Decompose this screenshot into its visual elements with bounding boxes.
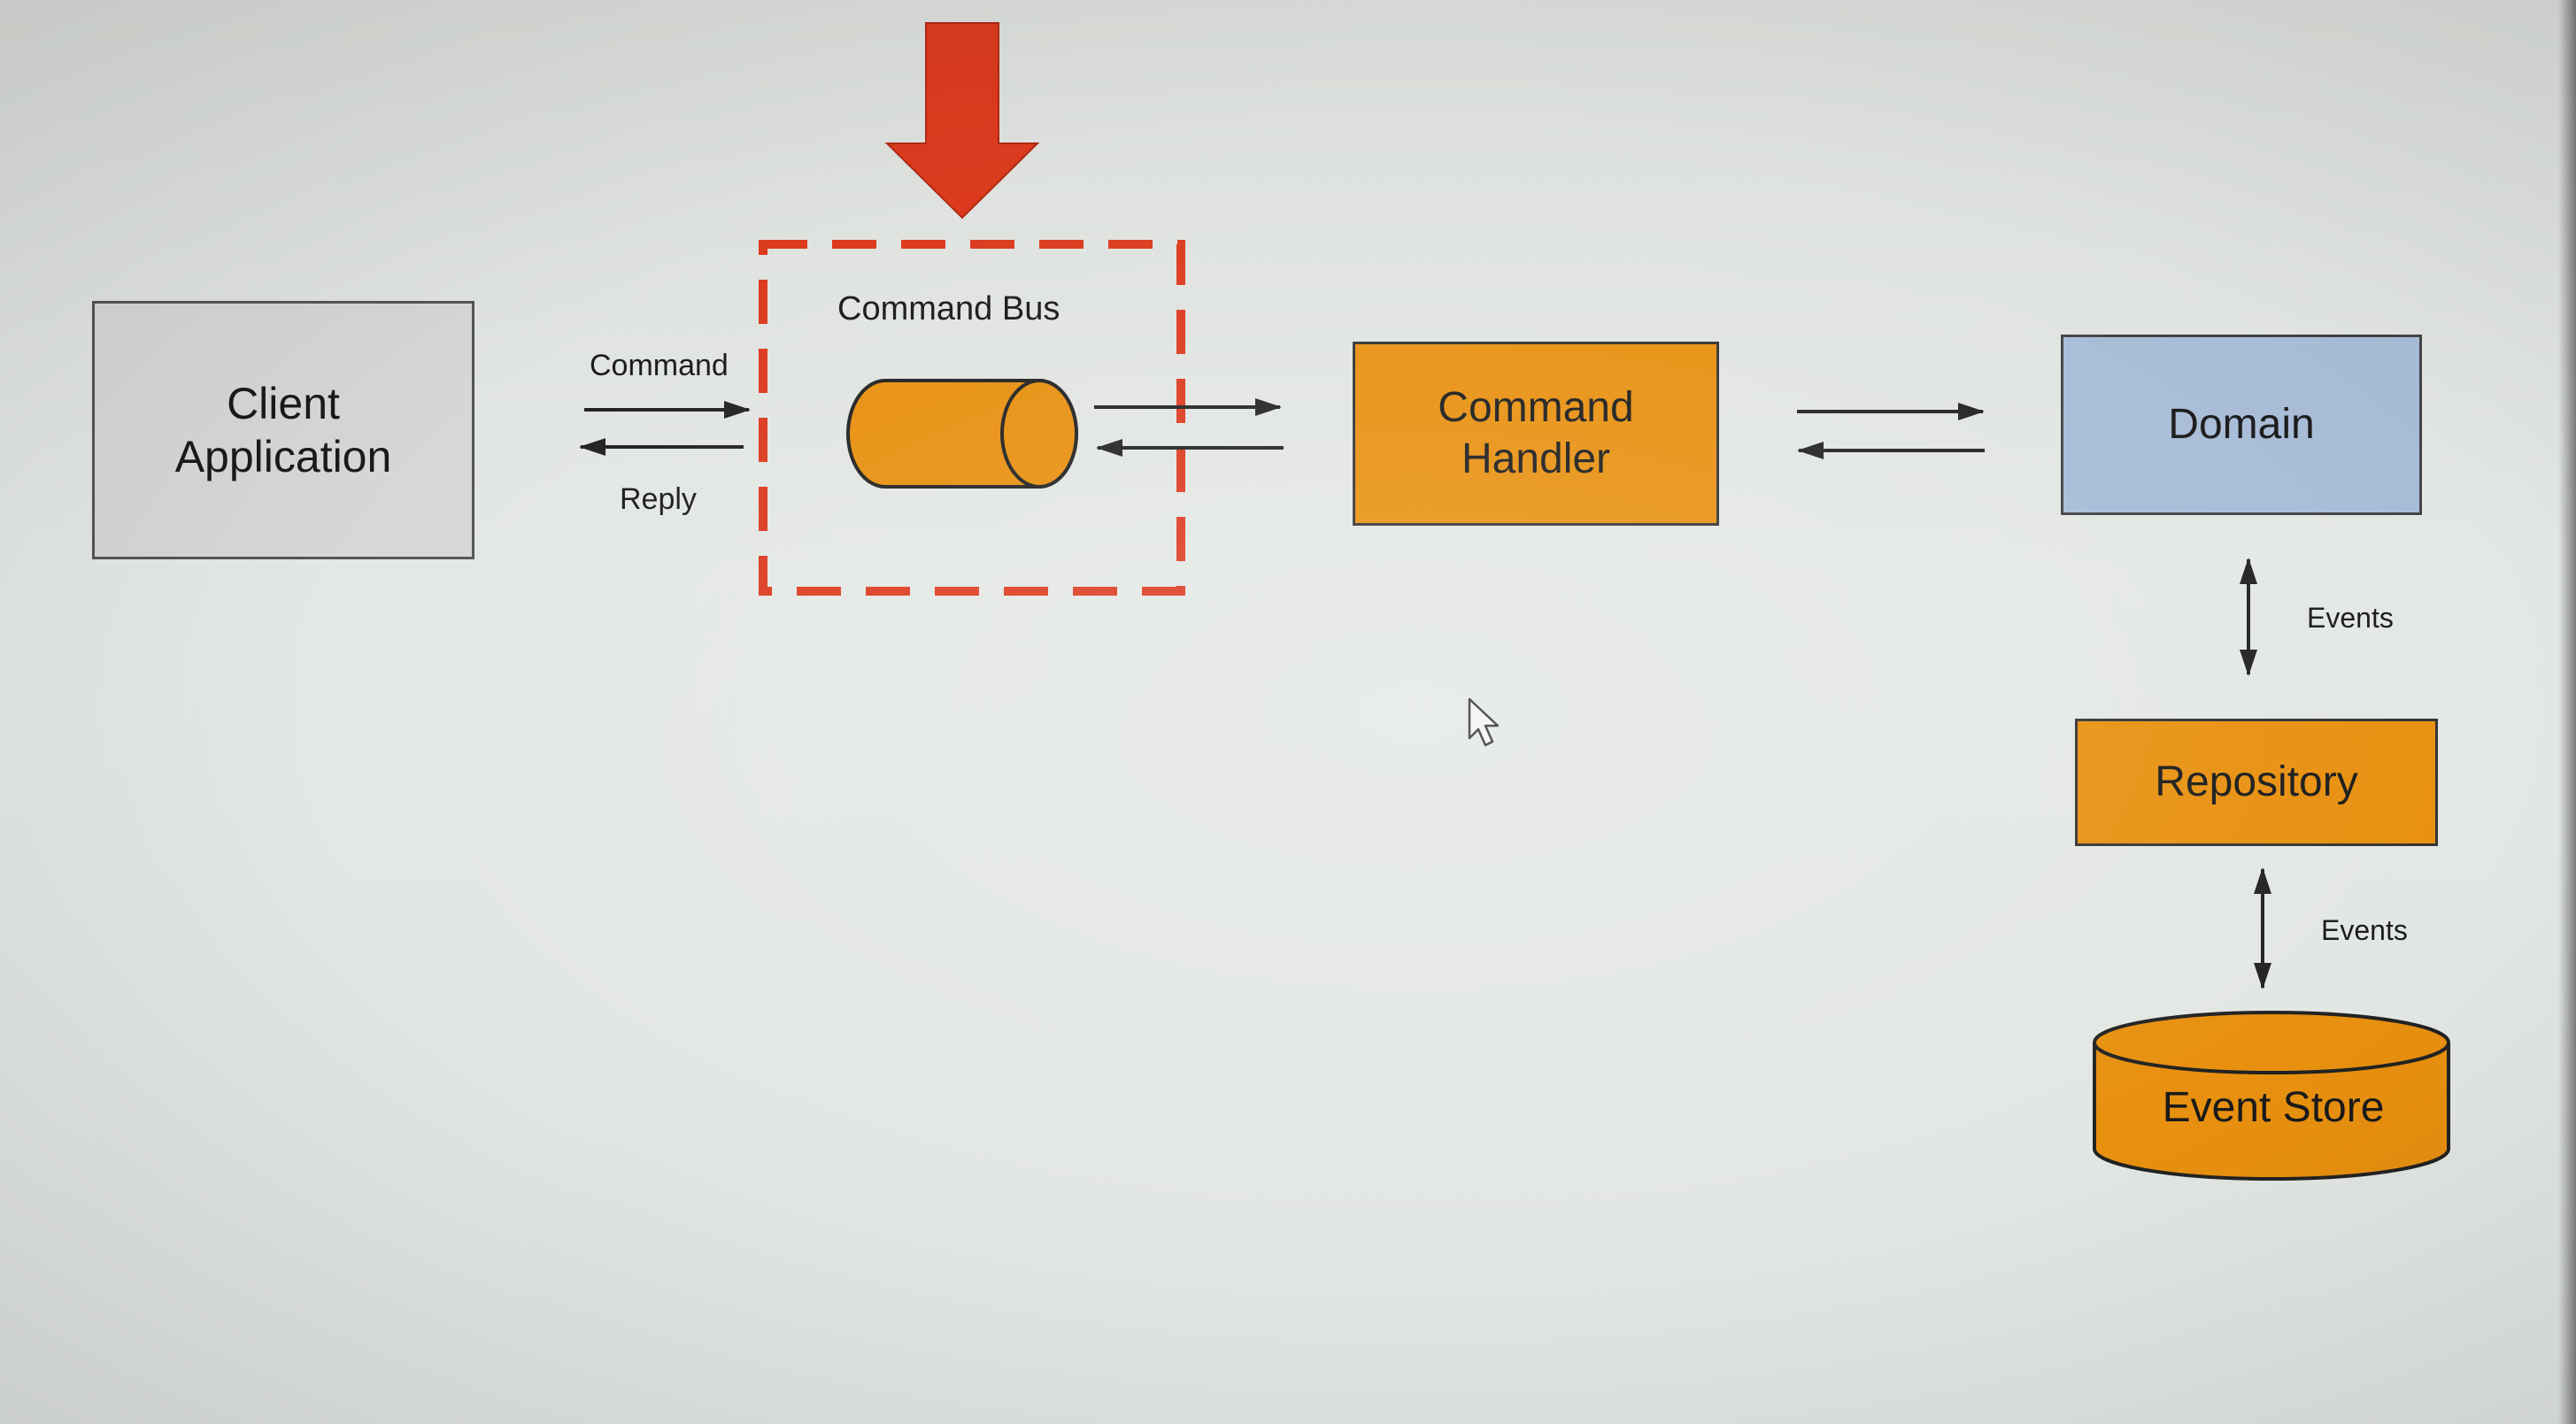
command-bus-label: Command Bus — [837, 290, 1060, 327]
command-handler-box: Command Handler — [1353, 342, 1719, 526]
client-application-box: Client Application — [92, 301, 474, 559]
highlight-arrow-icon — [884, 22, 1040, 219]
domain-events-label: Events — [2307, 602, 2394, 634]
client-application-label-line1: Client — [227, 379, 340, 428]
mouse-cursor-icon — [1468, 697, 1500, 747]
domain-box: Domain — [2061, 335, 2422, 515]
command-arrow-label: Command — [590, 349, 729, 382]
command-bus-cylinder — [846, 379, 1078, 489]
reply-arrow-label: Reply — [620, 482, 697, 516]
command-handler-label-line1: Command — [1438, 384, 1634, 432]
repository-box: Repository — [2075, 719, 2438, 846]
repository-label: Repository — [2155, 758, 2358, 806]
client-application-label-line2: Application — [174, 432, 392, 481]
domain-label: Domain — [2168, 401, 2315, 449]
event-store-cylinder — [2093, 1011, 2450, 1181]
event-store-label: Event Store — [2162, 1084, 2385, 1131]
screen-edge — [2558, 0, 2576, 1424]
command-handler-label-line2: Handler — [1461, 435, 1611, 482]
store-events-label: Events — [2321, 914, 2408, 946]
command-bus-highlight-frame — [759, 240, 1185, 596]
